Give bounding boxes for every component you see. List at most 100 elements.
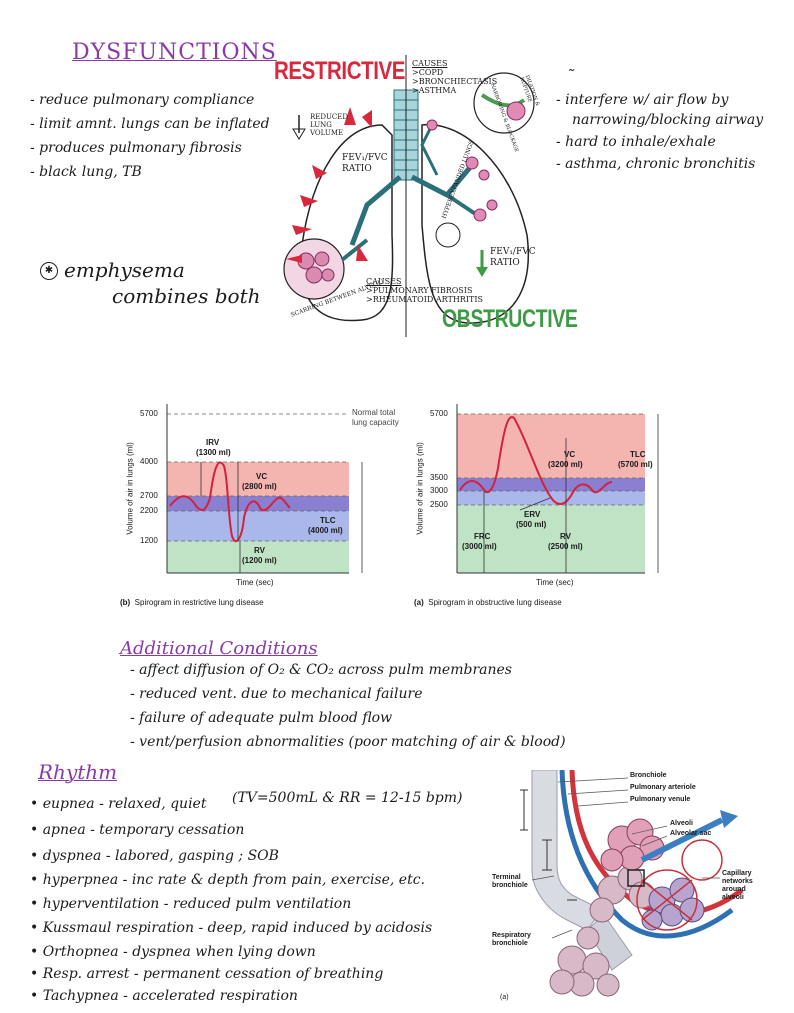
causes-top-title: CAUSES	[412, 59, 448, 68]
capillary-line: networks	[722, 878, 753, 885]
caption-text: Spirogram in obstructive lung disease	[428, 598, 562, 607]
rv-value: (2500 ml)	[548, 542, 583, 551]
tlc-label: TLC	[320, 516, 336, 525]
spirogram-obstructive-svg	[456, 404, 659, 574]
y-axis-label: Volume of air in lungs (ml)	[125, 442, 135, 535]
dysfunction-item: - limit amnt. lungs can be inflated	[30, 116, 270, 132]
cause-item: >ASTHMA	[412, 86, 457, 95]
y-tick: 5700	[430, 409, 448, 418]
frc-label: FRC	[474, 532, 491, 541]
restrictive-caption: (b) Spirogram in restrictive lung diseas…	[120, 598, 264, 607]
reduced-lung-volume-label: REDUCED LUNG VOLUME	[310, 113, 348, 137]
rv-value: (1200 ml)	[242, 556, 277, 565]
fev-ratio-right: FEV₁/FVC RATIO	[490, 247, 536, 268]
spirogram-obstructive: 5700 3500 3000 2500 VC (3200 ml) TLC (57…	[400, 398, 690, 616]
spirogram-restrictive: 5700 4000 2700 2200 1200 Normal total lu…	[110, 398, 400, 616]
respiratory-bronchiole-label: Respiratory bronchiole	[492, 932, 531, 948]
figure-letter: (a)	[500, 994, 509, 1001]
fev-ratio-left: FEV₁/FVC RATIO	[342, 153, 388, 174]
star-icon: ✱	[40, 262, 58, 280]
additional-conditions-heading: Additional Conditions	[120, 638, 318, 659]
caption-letter: (b)	[120, 598, 131, 607]
rhythm-heading: Rhythm	[38, 760, 118, 784]
erv-value: (500 ml)	[516, 520, 547, 529]
label-line: bronchiole	[492, 940, 528, 947]
y-tick: 2200	[140, 506, 158, 515]
alveolar-sac-label: Alveolar sac	[670, 830, 712, 837]
y-tick: 2700	[140, 491, 158, 500]
capillary-line: alveoli	[722, 894, 744, 901]
rhythm-item: • Tachypnea - accelerated respiration	[30, 988, 298, 1004]
lung-diagram: RESTRICTIVE OBSTRUCTIVE REDUCED LUNG VOL…	[272, 55, 578, 337]
rhythm-item: • Kussmaul respiration - deep, rapid ind…	[30, 920, 433, 936]
terminal-bronchiole-label: Terminal bronchiole	[492, 874, 528, 890]
combines-note: combines both	[112, 284, 261, 308]
dysfunction-item: - produces pulmonary fibrosis	[30, 140, 242, 156]
rhythm-tv-note: (TV=500mL & RR = 12-15 bpm)	[232, 790, 463, 806]
pulmonary-arteriole-label: Pulmonary arteriole	[630, 784, 696, 791]
obstructive-note: narrowing/blocking airway	[572, 112, 764, 128]
label-line: Respiratory	[492, 932, 531, 939]
rhythm-item: • eupnea - relaxed, quiet	[30, 796, 207, 812]
x-axis-label: Time (sec)	[536, 578, 574, 587]
rhythm-item: • apnea - temporary cessation	[30, 822, 245, 838]
cause-item: >BRONCHIECTASIS	[412, 77, 498, 86]
tlc-label: TLC	[630, 450, 646, 459]
cause-item: >PULMONARY FIBROSIS	[366, 286, 473, 295]
additional-item: - vent/perfusion abnormalities (poor mat…	[130, 734, 566, 750]
lung-capacity-label: lung capacity	[352, 418, 399, 427]
obstructive-rv-band	[457, 505, 645, 573]
causes-top: CAUSES >COPD >BRONCHIECTASIS >ASTHMA	[412, 59, 497, 95]
tilde-mark: ˜	[566, 66, 574, 85]
additional-item: - failure of adequate pulm blood flow	[130, 710, 393, 726]
rhythm-item: • hyperpnea - inc rate & depth from pain…	[30, 872, 425, 888]
restrictive-title: RESTRICTIVE	[274, 57, 406, 85]
y-tick: 4000	[140, 457, 158, 466]
bronchiole-label: Bronchiole	[630, 772, 667, 779]
y-tick: 3500	[430, 473, 448, 482]
irv-label: IRV	[206, 438, 220, 447]
cause-item: >RHEUMATOID ARTHRITIS	[366, 295, 483, 304]
obstructive-caption: (a) Spirogram in obstructive lung diseas…	[414, 598, 562, 607]
obstructive-note: - asthma, chronic bronchitis	[556, 156, 756, 172]
vc-value: (3200 ml)	[548, 460, 583, 469]
obstructive-tv-band	[457, 478, 645, 491]
alveoli-diagram: Bronchiole Pulmonary arteriole Pulmonary…	[492, 769, 788, 1006]
rhythm-item: • hyperventilation - reduced pulm ventil…	[30, 896, 352, 912]
y-axis-label: Volume of air in lungs (ml)	[415, 442, 425, 535]
caption-text: Spirogram in restrictive lung disease	[134, 598, 264, 607]
dysfunction-item: - black lung, TB	[30, 164, 142, 180]
restrictive-rv-band	[167, 541, 349, 573]
vc-value: (2800 ml)	[242, 482, 277, 491]
rhythm-item: • Resp. arrest - permanent cessation of …	[30, 966, 384, 982]
obstructive-title: OBSTRUCTIVE	[442, 305, 578, 333]
dysfunction-item: - reduce pulmonary compliance	[30, 92, 255, 108]
cause-item: >COPD	[412, 68, 444, 77]
label-line: Terminal	[492, 874, 521, 881]
y-tick: 1200	[140, 536, 158, 545]
irv-value: (1300 ml)	[196, 448, 231, 457]
lung-diagram-svg	[283, 55, 535, 337]
rv-label: RV	[254, 546, 265, 555]
vc-label: VC	[564, 450, 576, 459]
y-tick: 5700	[140, 409, 158, 418]
capillary-line: around	[722, 886, 746, 893]
vc-label: VC	[256, 472, 268, 481]
spirogram-restrictive-svg	[166, 404, 363, 574]
restrictive-irv-band	[167, 462, 349, 496]
dysfunctions-heading: DYSFUNCTIONS	[72, 40, 277, 65]
capillary-line: Capillary	[722, 870, 752, 877]
alveoli-diagram-svg	[520, 769, 744, 997]
causes-bottom-title: CAUSES	[366, 277, 402, 286]
y-tick: 3000	[430, 486, 448, 495]
caption-letter: (a)	[414, 598, 424, 607]
x-axis-label: Time (sec)	[236, 578, 274, 587]
emphysema-note: emphysema	[64, 258, 185, 282]
tlc-value: (4000 ml)	[308, 526, 343, 535]
additional-item: - affect diffusion of O₂ & CO₂ across pu…	[130, 662, 512, 678]
label-line: bronchiole	[492, 882, 528, 889]
restrictive-tv-band	[167, 511, 349, 541]
normal-total-label: Normal total	[352, 408, 396, 417]
rv-label: RV	[560, 532, 571, 541]
tlc-value: (5700 ml)	[618, 460, 653, 469]
